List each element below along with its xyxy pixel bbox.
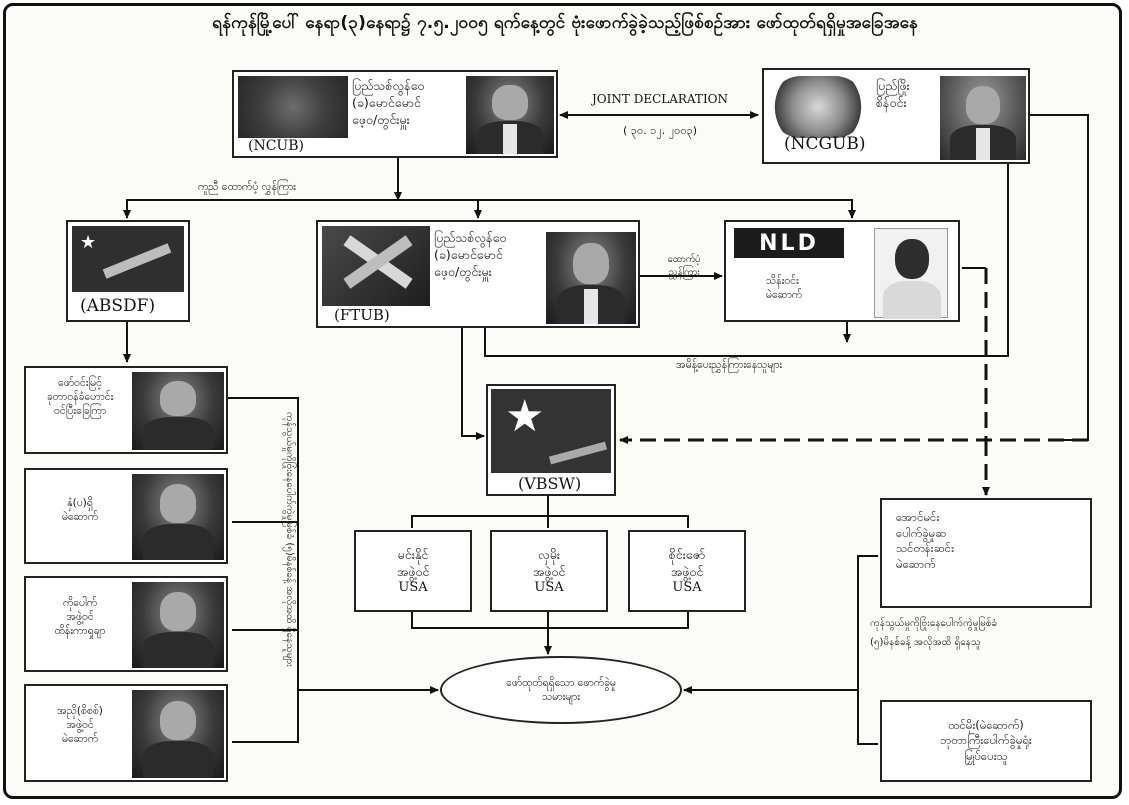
vbsw-flag-image: ★ <box>491 389 611 473</box>
usa-group-2: လှမိုး အဖွဲ့ဝင် USA <box>490 530 608 612</box>
diagram-title: ရန်ကုန်မြို့ပေါ် နေရာ(၃)နေရာ၌ ၇.၅.၂၀၀၅ ရ… <box>212 13 918 33</box>
ncgub-text: ပြည်ဖြိုး စိန်ဝင်း <box>876 78 910 110</box>
left-person-text-4: အညို(စိစစ်) အဖွဲ့ဝင် မဲဆောက် <box>57 705 103 746</box>
right-person-box-2: ထင်မိုး(မဲဆောက်) ဘုတာကြီးပေါက်ခွဲမှုရုံး… <box>880 700 1092 782</box>
ncgub-tag: (NCGUB) <box>784 134 866 154</box>
center-oval: ဖော်ထုတ်ရရှိသော ဖောက်ခွဲမှု သမားများ <box>440 656 682 724</box>
right-side-note: ကုန်သွယ်မှုကိုဗြုံးနေပေါက်ကွဲမှုမြစ်ခံ (… <box>870 618 998 648</box>
ncgub-emblem-image <box>770 76 866 138</box>
ncgub-person-photo <box>940 76 1026 160</box>
left-side-note: ကုန်သွယ်မှုကိုဗြုံးနေပေါက်ကွဲမှုမြစ်ခံ (… <box>284 412 295 667</box>
left-person-box-3: ကိုပေါက် အဖွဲ့ဝင် ထိန်းကာရှုချာ <box>24 576 228 672</box>
usa-group-country-1: USA <box>398 580 428 596</box>
left-person-text-2: နှံ(ပ)ရှိ မဲဆောက် <box>61 497 99 524</box>
instructors-note: အမိန့်ပေးညွှန်ကြားနေသူများ <box>676 359 782 371</box>
nld-text: သိန်းဝင်း မဲဆောက် <box>766 275 803 302</box>
ncub-box: (NCUB) ပြည်သစ်လွန်ဝေ (ခ)မောင်မောင် ဖေ့ဝ/… <box>232 70 558 158</box>
center-oval-text: ဖော်ထုတ်ရရှိသော ဖောက်ခွဲမှု သမားများ <box>506 676 616 703</box>
ncgub-box: (NCGUB) ပြည်ဖြိုး စိန်ဝင်း <box>762 68 1030 164</box>
left-person-photo-4 <box>132 690 224 778</box>
ftub-tag: (FTUB) <box>334 306 390 324</box>
left-person-text-3: ကိုပေါက် အဖွဲ့ဝင် ထိန်းကာရှုချာ <box>54 597 106 638</box>
usa-group-role-3: အဖွဲ့ဝင် <box>670 563 704 579</box>
right-person-box-1: အောင်မင်း ပေါက်ခွဲမှုဆ သင်တန်းဆင်း မဲဆော… <box>880 498 1092 608</box>
star-icon: ★ <box>80 232 97 253</box>
joint-declaration-date: ( ၃၀. ၁၂. ၂၀၀၃) <box>623 124 697 137</box>
vbsw-tag: (VBSW) <box>518 474 582 493</box>
left-person-text-1: ဖော်ဝင်းမြင့် ခုတာဝန်ခံဟောင်း ဝင်ပြီးခြေ… <box>46 377 114 418</box>
usa-group-country-2: USA <box>534 580 564 596</box>
usa-group-role-1: အဖွဲ့ဝင် <box>396 563 430 579</box>
right-person-text-2: ထင်မိုး(မဲဆောက်) ဘုတာကြီးပေါက်ခွဲမှုရုံး… <box>940 717 1032 763</box>
vbsw-box: ★ (VBSW) <box>486 384 616 496</box>
usa-group-role-2: အဖွဲ့ဝင် <box>532 563 566 579</box>
ftub-emblem-image <box>322 226 430 306</box>
left-person-photo-1 <box>132 372 224 450</box>
ncub-emblem-image <box>238 76 348 138</box>
ftub-box: (FTUB) ပြည်သစ်လွန်ဝေ (ခ)မောင်မောင် ဖေ့ဝ/… <box>316 220 640 328</box>
ncub-bus-line <box>126 199 856 219</box>
absdf-flag-image: ★ <box>72 226 184 292</box>
left-person-photo-2 <box>132 474 224 560</box>
absdf-tag: (ABSDF) <box>80 296 156 316</box>
usa-group-country-3: USA <box>672 580 702 596</box>
ncub-text: ပြည်သစ်လွန်ဝေ (ခ)မောင်မောင် ဖေ့ဝ/တွင်းမှ… <box>352 78 425 127</box>
ftub-support-label: ထောက်ပံ့ ညွှန်ကြား <box>667 254 701 278</box>
nld-box: NLD သိန်းဝင်း မဲဆောက် <box>724 220 960 322</box>
left-person-box-4: အညို(စိစစ်) အဖွဲ့ဝင် မဲဆောက် <box>24 684 228 782</box>
ncub-person-photo <box>466 76 554 154</box>
right-person-text-1: အောင်မင်း ပေါက်ခွဲမှုဆ သင်တန်းဆင်း မဲဆော… <box>896 510 954 571</box>
ftub-person-photo <box>546 232 636 324</box>
left-person-box-2: နှံ(ပ)ရှိ မဲဆောက် <box>24 468 228 564</box>
star-icon: ★ <box>505 391 545 442</box>
left-person-box-1: ဖော်ဝင်းမြင့် ခုတာဝန်ခံဟောင်း ဝင်ပြီးခြေ… <box>24 366 228 454</box>
usa-group-name-1: မင်းနိုင် <box>397 546 429 562</box>
left-person-photo-3 <box>132 582 224 668</box>
absdf-box: ★ (ABSDF) <box>66 220 190 322</box>
usa-group-3: စိုင်းဇော် အဖွဲ့ဝင် USA <box>628 530 746 612</box>
nld-logo: NLD <box>734 228 844 258</box>
ncub-tag: (NCUB) <box>248 138 304 154</box>
joint-declaration-label: JOINT DECLARATION <box>591 92 729 106</box>
usa-group-name-3: စိုင်းဇော် <box>668 546 706 562</box>
arrow-icon <box>102 243 172 279</box>
ftub-vbsw-line <box>461 328 485 440</box>
ftub-text: ပြည်သစ်လွန်ဝေ (ခ)မောင်မောင် ဖေ့ဝ/တွင်းမှ… <box>434 230 507 279</box>
nld-person-photo <box>874 228 948 319</box>
usa-group-1: မင်းနိုင် အဖွဲ့ဝင် USA <box>354 530 472 612</box>
ncub-support-label: ကူညီ ထောက်ပံ့ လွှန်ကြား <box>198 181 296 193</box>
usa-group-name-2: လှမိုး <box>537 546 561 562</box>
